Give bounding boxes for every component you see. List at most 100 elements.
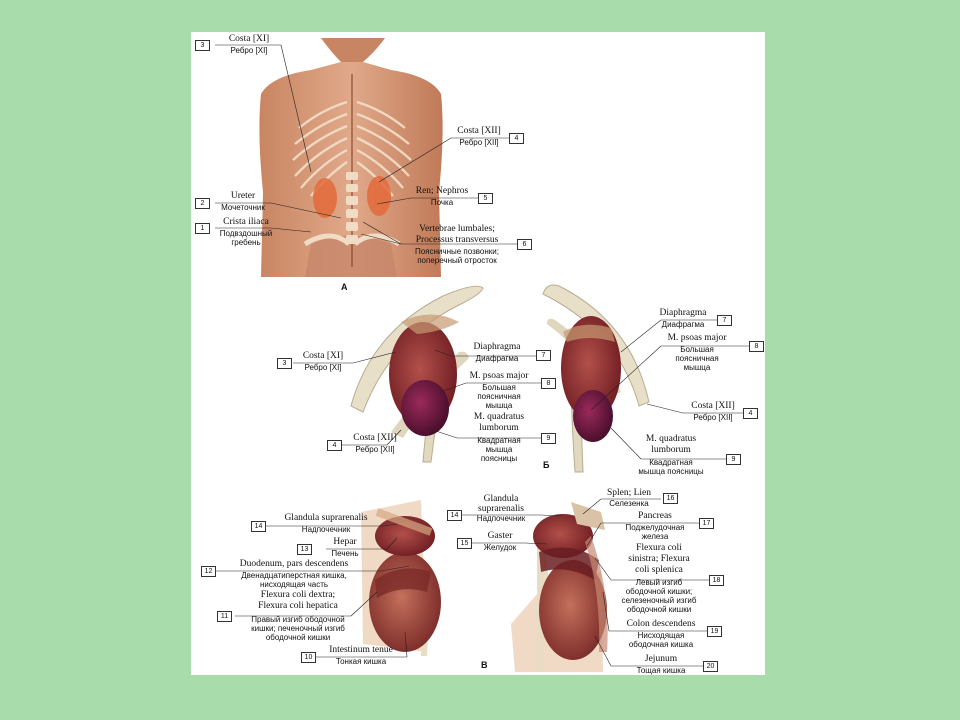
label-number: 7 <box>536 350 551 361</box>
label-intestinum-russian: Тонкая кишка <box>335 657 387 666</box>
label-quadratus-russian: Квадратная <box>477 436 521 445</box>
label-diaphragma-russian: Диафрагма <box>475 354 519 363</box>
label-flexura-sinistra-latin-3: coli splenica <box>635 565 683 575</box>
label-number: 15 <box>457 538 472 549</box>
label-number: 19 <box>707 626 722 637</box>
label-costa-xi-russian: Ребро [XI] <box>304 363 342 372</box>
label-number: 3 <box>195 40 210 51</box>
label-duodenum-latin: Duodenum, pars descendens <box>239 559 349 569</box>
label-splen-latin: Splen; Lien <box>606 488 652 498</box>
kidney-left-organs-illustration <box>511 502 608 672</box>
label-costa-xii-russian: Ребро [XII] <box>459 138 499 147</box>
label-number: 8 <box>749 341 764 352</box>
label-costa-xi-latin: Costa [XI] <box>228 34 270 44</box>
panel-letter-b: Б <box>543 460 550 470</box>
label-flexura-sinistra-russian-4: ободочной кишки <box>626 605 692 614</box>
label-number: 4 <box>327 440 342 451</box>
label-number: 8 <box>541 378 556 389</box>
label-number: 1 <box>195 223 210 234</box>
label-quadratus-russian-2: мышца <box>485 445 513 454</box>
label-number: 4 <box>509 133 524 144</box>
label-flexura-sinistra-latin-2: sinistra; Flexura <box>628 554 690 564</box>
label-ren-russian: Почка <box>430 198 454 207</box>
label-colon-descendens-latin: Colon descendens <box>626 619 696 629</box>
label-number: 14 <box>447 510 462 521</box>
label-number: 12 <box>201 566 216 577</box>
label-number: 16 <box>663 493 678 504</box>
figure-sheet: 3 Costa [XI] Ребро [XI] Costa [XII] Ребр… <box>191 32 765 675</box>
label-costa-xii-russian: Ребро [XII] <box>693 413 733 422</box>
label-pancreas-russian-2: железа <box>641 532 669 541</box>
label-number: 11 <box>217 611 232 622</box>
label-jejunum-latin: Jejunum <box>644 654 678 664</box>
label-number: 9 <box>726 454 741 465</box>
label-pancreas-russian: Поджелудочная <box>625 523 685 532</box>
label-costa-xii-latin: Costa [XII] <box>691 401 735 411</box>
label-psoas-russian: Большая <box>482 383 516 392</box>
label-glandula-latin-2: suprarenalis <box>478 504 524 514</box>
label-colon-descendens-russian: Нисходящая <box>637 631 685 640</box>
label-diaphragma-latin: Diaphragma <box>473 342 521 352</box>
label-number: 5 <box>478 193 493 204</box>
label-psoas-russian-2: поясничная <box>675 354 719 363</box>
label-number: 3 <box>277 358 292 369</box>
back-torso-illustration <box>259 38 443 277</box>
label-diaphragma-russian: Диафрагма <box>661 320 705 329</box>
label-costa-xii-latin: Costa [XII] <box>353 433 397 443</box>
label-flexura-dextra-latin: Flexura coli dextra; <box>260 590 336 600</box>
label-flexura-sinistra-russian: Левый изгиб <box>635 578 683 587</box>
label-psoas-russian-3: мышца <box>683 363 711 372</box>
label-number: 18 <box>709 575 724 586</box>
label-gaster-russian: Желудок <box>483 543 517 552</box>
label-number: 13 <box>297 544 312 555</box>
label-psoas-russian-2: поясничная <box>477 392 521 401</box>
label-diaphragma-latin: Diaphragma <box>659 308 707 318</box>
label-number: 10 <box>301 652 316 663</box>
label-vertebrae-russian-2: поперечный отросток <box>417 256 497 265</box>
label-crista-iliaca-russian: Подвздошный <box>219 229 273 238</box>
label-number: 9 <box>541 433 556 444</box>
kidney-right-illustration <box>350 285 484 463</box>
panel-letter-a: А <box>341 282 348 292</box>
label-splen-russian: Селезенка <box>609 499 649 508</box>
label-number: 4 <box>743 408 758 419</box>
anatomy-artwork <box>215 38 756 672</box>
label-quadratus-latin: M. quadratus <box>473 412 525 422</box>
label-flexura-dextra-russian: Правый изгиб ободочной <box>251 615 345 624</box>
label-number: 7 <box>717 315 732 326</box>
label-gaster-latin: Gaster <box>487 531 513 541</box>
label-flexura-dextra-latin-2: Flexura coli hepatica <box>258 601 338 611</box>
label-vertebrae-latin-2: Processus transversus <box>415 235 499 245</box>
label-hepar-russian: Печень <box>331 549 359 558</box>
label-duodenum-russian-2: нисходящая часть <box>259 580 329 589</box>
panel-letter-v: В <box>481 660 488 670</box>
kidney-left-illustration <box>542 284 650 473</box>
label-colon-descendens-russian-2: ободочная кишка <box>628 640 694 649</box>
label-pancreas-latin: Pancreas <box>638 511 672 521</box>
label-jejunum-russian: Тощая кишка <box>636 666 686 675</box>
label-quadratus-latin-2: lumborum <box>651 445 691 455</box>
label-flexura-dextra-russian-3: ободочной кишки <box>265 633 331 642</box>
label-psoas-russian: Большая <box>680 345 714 354</box>
label-flexura-sinistra-latin: Flexura coli <box>636 543 682 553</box>
label-costa-xi-latin: Costa [XI] <box>302 351 344 361</box>
label-quadratus-russian-3: поясницы <box>480 454 518 463</box>
label-flexura-dextra-russian-2: кишки; печеночный изгиб <box>251 624 345 633</box>
label-hepar-latin: Hepar <box>333 537 357 547</box>
label-number: 17 <box>699 518 714 529</box>
label-glandula-latin: Glandula suprarenalis <box>284 513 368 523</box>
label-number: 20 <box>703 661 718 672</box>
label-glandula-latin: Glandula <box>483 494 519 504</box>
label-quadratus-latin-2: lumborum <box>479 423 519 433</box>
label-ureter-latin: Ureter <box>230 191 256 201</box>
label-quadratus-russian: Квадратная <box>649 458 693 467</box>
label-psoas-russian-3: мышца <box>485 401 513 410</box>
label-psoas-latin: M. psoas major <box>469 371 529 381</box>
label-intestinum-latin: Intestinum tenue <box>329 645 393 655</box>
label-ureter-russian: Мочеточник <box>221 203 265 212</box>
label-quadratus-latin: M. quadratus <box>645 434 697 444</box>
label-crista-iliaca-latin: Crista iliaca <box>223 217 269 227</box>
label-flexura-sinistra-russian-3: селезеночный изгиб <box>621 596 697 605</box>
label-number: 2 <box>195 198 210 209</box>
label-crista-iliaca-russian-2: гребень <box>231 238 261 247</box>
